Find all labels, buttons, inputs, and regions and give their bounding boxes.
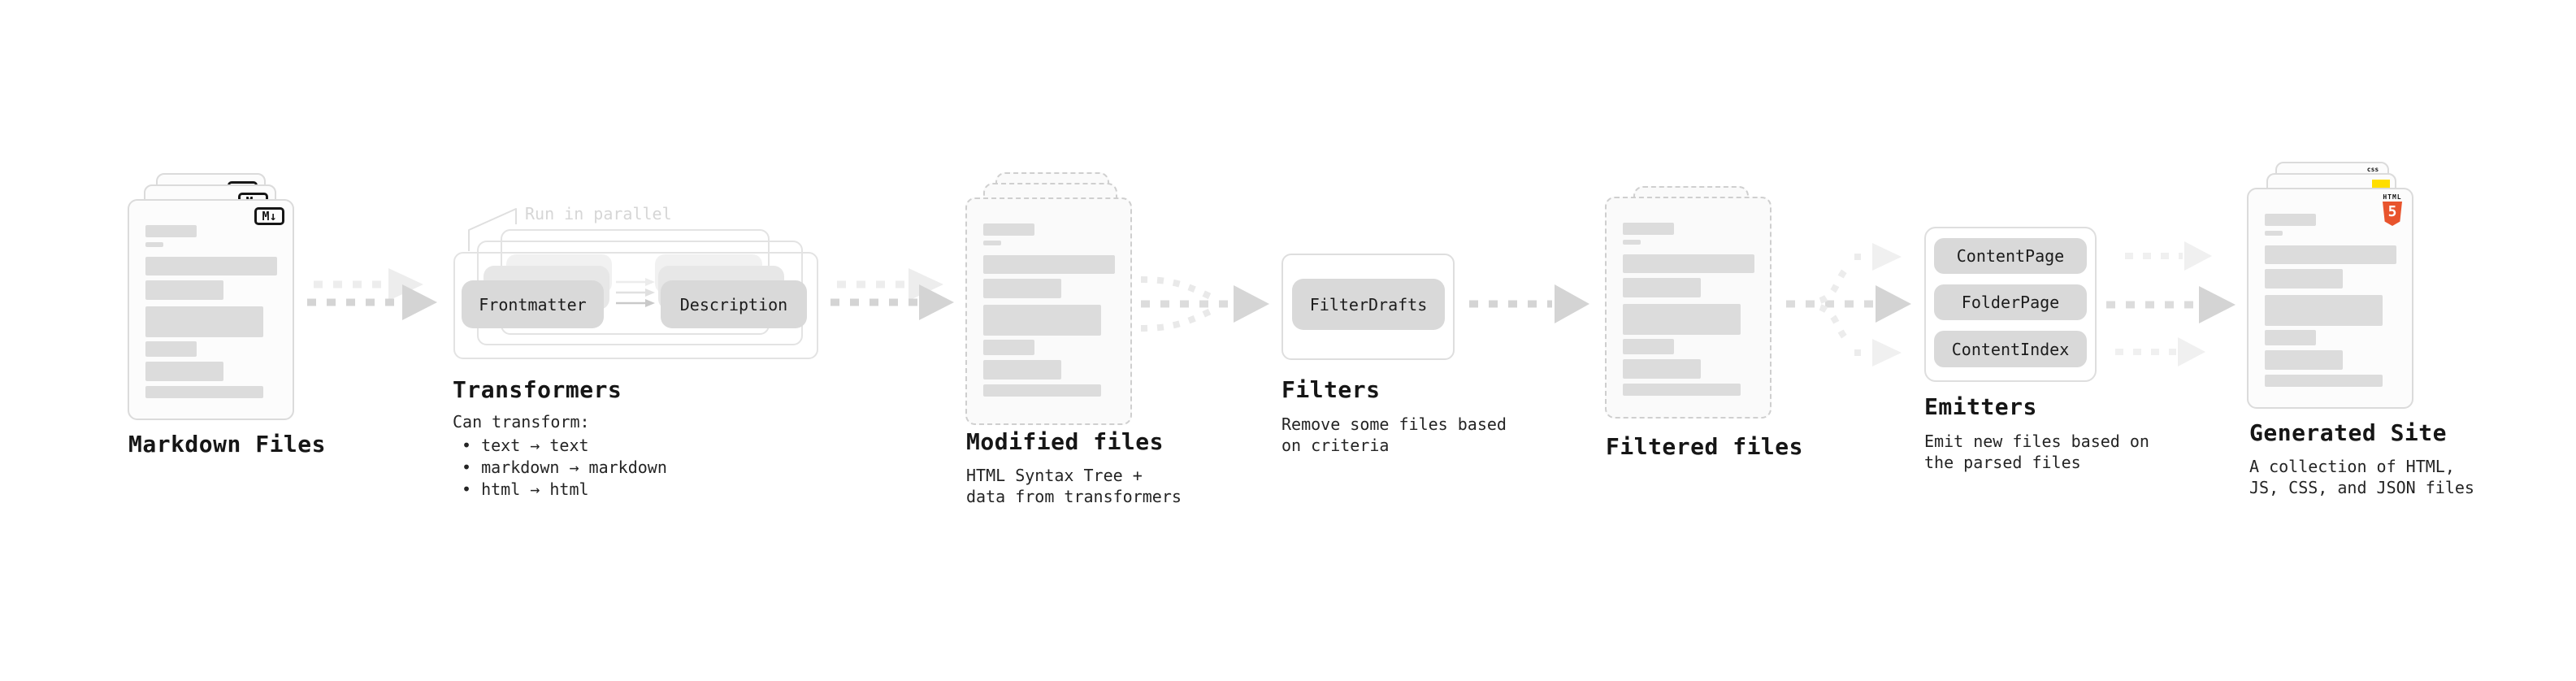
emitter-pill-contentpage: ContentPage	[1934, 238, 2087, 274]
doc-bar	[1623, 384, 1741, 396]
stage-title-filters: Filters	[1281, 376, 1381, 403]
subtitle-line: A collection of HTML,	[2249, 457, 2455, 476]
doc-bar	[2265, 330, 2316, 345]
transformers-bullet: • markdown → markdown	[462, 458, 667, 477]
doc-bar	[2265, 214, 2316, 226]
modified-files-subtitle: HTML Syntax Tree + data from transformer…	[966, 465, 1182, 507]
doc-bar	[983, 305, 1101, 336]
doc-bar	[2265, 245, 2396, 264]
emitter-pill-label: ContentPage	[1956, 246, 2065, 266]
generated-site-subtitle: A collection of HTML, JS, CSS, and JSON …	[2249, 456, 2474, 498]
doc-bar	[2265, 269, 2343, 288]
arrow-modified-to-filters-fan-in	[1140, 276, 1269, 332]
arrow-filters-to-filtered	[1469, 284, 1589, 323]
filtered-file-card-front	[1605, 197, 1772, 419]
frontmatter-pill-label: Frontmatter	[479, 294, 587, 314]
stage-title-markdown-files: Markdown Files	[128, 431, 327, 458]
doc-placeholder-bars	[983, 223, 1117, 397]
doc-bar	[2265, 231, 2283, 236]
doc-bar	[2265, 375, 2383, 387]
transformers-bullet: • text → text	[462, 436, 589, 455]
description-pill: Description	[661, 280, 807, 328]
emitter-pill-contentindex: ContentIndex	[1934, 331, 2087, 367]
doc-bar	[2265, 350, 2343, 370]
html5-icon: HTML 5	[2382, 194, 2403, 226]
transformers-bullet: • html → html	[462, 479, 589, 499]
html5-icon-number: 5	[2387, 203, 2397, 220]
doc-bar	[983, 340, 1034, 355]
stage-title-modified-files: Modified files	[966, 428, 1164, 455]
arrow-transformers-to-modified	[830, 268, 954, 320]
doc-placeholder-bars	[145, 225, 280, 398]
doc-bar	[145, 386, 263, 398]
arrow-filtered-to-emitters-fan-out	[1786, 243, 1911, 367]
doc-bar	[145, 280, 223, 300]
js-icon	[2372, 180, 2390, 189]
transformers-desc-heading: Can transform:	[453, 412, 590, 432]
subtitle-line: on criteria	[1281, 436, 1390, 455]
pill-to-pill-arrows	[616, 278, 655, 307]
html5-icon-label: HTML	[2383, 193, 2402, 201]
markdown-file-card-front: M↓	[128, 199, 294, 420]
doc-bar	[1623, 278, 1701, 297]
doc-bar	[145, 341, 197, 357]
doc-bar	[145, 225, 197, 237]
doc-bar	[983, 255, 1115, 274]
filters-subtitle: Remove some files based on criteria	[1281, 414, 1507, 456]
doc-bar	[983, 279, 1061, 298]
emitter-pill-label: FolderPage	[1961, 293, 2060, 312]
doc-bar	[983, 360, 1061, 380]
markdown-icon-glyph: M↓	[262, 208, 277, 223]
doc-bar	[983, 384, 1101, 397]
doc-bar	[983, 241, 1001, 245]
doc-bar	[145, 306, 263, 337]
subtitle-line: data from transformers	[966, 487, 1182, 506]
emitter-pill-folderpage: FolderPage	[1934, 284, 2087, 320]
stage-title-transformers: Transformers	[453, 376, 622, 403]
html5-icon-shield: 5	[2383, 202, 2402, 226]
doc-bar	[1623, 339, 1674, 354]
doc-placeholder-bars	[1623, 223, 1757, 396]
arrow-markdown-to-transformers	[307, 268, 437, 320]
filter-drafts-pill-label: FilterDrafts	[1309, 294, 1428, 314]
doc-placeholder-bars	[2265, 214, 2399, 387]
doc-bar	[1623, 223, 1674, 235]
stage-title-filtered-files: Filtered files	[1606, 433, 1804, 460]
doc-bar	[145, 362, 223, 381]
frontmatter-pill: Frontmatter	[462, 280, 604, 328]
markdown-icon: M↓	[254, 207, 284, 225]
site-card-front-html: HTML 5	[2247, 188, 2413, 409]
doc-bar	[2265, 295, 2383, 326]
subtitle-line: HTML Syntax Tree +	[966, 466, 1143, 485]
doc-bar	[145, 242, 163, 247]
arrows-emitters-to-site	[2106, 241, 2236, 367]
run-in-parallel-annotation: Run in parallel	[525, 204, 672, 223]
subtitle-line: the parsed files	[1924, 453, 2081, 472]
transformers-group-box-front	[453, 252, 818, 359]
doc-bar	[1623, 359, 1701, 379]
subtitle-line: JS, CSS, and JSON files	[2249, 478, 2474, 497]
doc-bar	[983, 223, 1034, 236]
subtitle-line: Emit new files based on	[1924, 432, 2149, 451]
emitters-subtitle: Emit new files based on the parsed files	[1924, 431, 2149, 473]
css-icon-label: css	[2366, 166, 2379, 173]
stage-title-generated-site: Generated Site	[2249, 419, 2448, 446]
doc-bar	[1623, 240, 1641, 245]
emitter-pill-label: ContentIndex	[1951, 339, 2070, 359]
doc-bar	[1623, 304, 1741, 335]
stage-title-emitters: Emitters	[1924, 393, 2037, 420]
modified-file-card-front	[965, 197, 1132, 425]
description-pill-label: Description	[679, 294, 788, 314]
run-in-parallel-callout-line	[468, 208, 517, 251]
subtitle-line: Remove some files based	[1281, 414, 1507, 434]
doc-bar	[1623, 254, 1754, 273]
doc-bar	[145, 257, 277, 275]
filter-drafts-pill: FilterDrafts	[1292, 279, 1445, 330]
transformers-bullet-list: • text → text • markdown → markdown • ht…	[462, 435, 667, 501]
